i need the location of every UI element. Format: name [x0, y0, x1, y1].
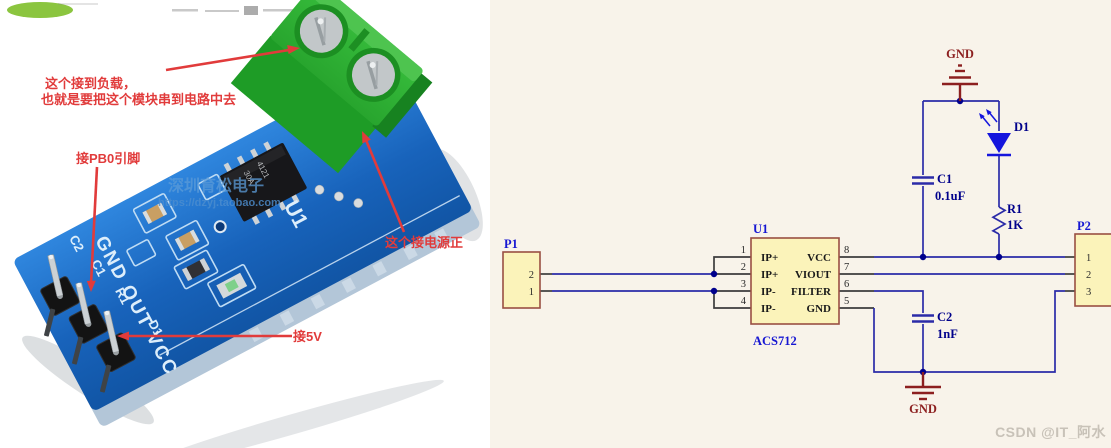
silkscreen-c2: C2 [66, 232, 87, 254]
u1-pin-num-3: 3 [741, 279, 746, 290]
note-pb0: 接PB0引脚 [76, 151, 140, 166]
resistor-r1: R1 1K [991, 202, 1023, 235]
arrow-to-terminal [165, 45, 300, 72]
header-pins-upper [47, 254, 120, 353]
u1-ref: U1 [753, 222, 768, 236]
acs712-chip: 30A 4121 [220, 141, 307, 225]
shop-watermark-name: 深圳育松电子 [168, 176, 264, 195]
header-pins-lower [44, 308, 112, 393]
note-load-line2: 也就是要把这个模块串到电路中去 [41, 92, 236, 107]
terminal-screw-1 [294, 4, 349, 59]
chip-pins [223, 141, 300, 225]
note-power-positive: 这个接电源正 [385, 235, 463, 250]
u1-pin-num-5: 5 [844, 296, 849, 307]
smd-resistor [181, 257, 211, 282]
gnd-bottom-label: GND [909, 402, 937, 416]
solder-joints [314, 184, 364, 208]
u1-pin-num-4: 4 [741, 296, 747, 307]
u1-pin-num-8: 8 [844, 245, 849, 256]
terminal-screw-2 [346, 47, 401, 102]
csdn-watermark: CSDN @IT_阿水 [995, 424, 1106, 440]
capacitor-c1: C1 0.1uF [912, 172, 966, 203]
gnd-symbol-top: GND [942, 47, 978, 101]
via-hole [213, 220, 227, 234]
pcb-edge-pads [248, 228, 449, 343]
page-logo [7, 2, 73, 18]
p2-pin-1: 1 [1086, 253, 1091, 264]
terminal-front-face [230, 35, 378, 174]
connector-p1: P1 2 1 [502, 237, 541, 309]
schematic-wires [540, 100, 1075, 373]
u1-pin-name-viout: VIOUT [795, 269, 832, 281]
u1-pin-name-gnd: GND [807, 303, 832, 315]
note-5v: 接5V [293, 329, 322, 344]
module-photo-panel: 30A 4121 GND OUT VCC C2 C1 R1 D1 U1 [0, 0, 490, 448]
capacitor-c2: C2 1nF [912, 310, 958, 341]
terminal-slot [348, 28, 370, 52]
c2-ref: C2 [937, 310, 952, 324]
u1-pin-name-ip-b: IP- [761, 303, 776, 315]
c1-value: 0.1uF [935, 189, 966, 203]
arrow-to-out-pin [86, 166, 99, 292]
led-emission-arrows [979, 109, 998, 127]
u1-pin-name-ip+b: IP+ [761, 269, 778, 281]
c1-ref: C1 [937, 172, 952, 186]
u1-pin-name-ip-a: IP- [761, 286, 776, 298]
connector-p2: P2 1 2 3 [1074, 219, 1111, 307]
p2-ref: P2 [1077, 219, 1091, 233]
u1-pin-num-7: 7 [844, 262, 849, 273]
p1-pin-2: 2 [529, 270, 534, 281]
d1-ref: D1 [1014, 120, 1029, 134]
u1-pin-num-1: 1 [741, 245, 746, 256]
smd-capacitor-1 [142, 202, 168, 224]
u1-pin-num-6: 6 [844, 279, 849, 290]
terminal-side-face [372, 70, 433, 138]
ic-u1-acs712: U1 ACS712 IP+ IP+ IP- IP- VCC VIOUT FILT… [741, 222, 850, 348]
arrow-to-vcc-pin [117, 331, 292, 341]
u1-pin-num-2: 2 [741, 262, 746, 273]
note-load-line1: 这个接到负载， [45, 76, 136, 91]
silkscreen-d1: D1 [145, 317, 166, 339]
smd-capacitor-2 [174, 229, 200, 251]
smd-led [216, 272, 248, 299]
u1-part: ACS712 [753, 334, 797, 348]
schematic-panel: GND C1 0.1uF D1 R1 1K [490, 0, 1111, 448]
p2-pin-3: 3 [1086, 287, 1091, 298]
silkscreen-outlines [126, 173, 257, 308]
terminal-block [230, 0, 433, 174]
silkscreen-r1: R1 [112, 285, 133, 307]
r1-value: 1K [1007, 218, 1023, 232]
silkscreen-c1: C1 [88, 257, 109, 279]
r1-ref: R1 [1007, 202, 1022, 216]
gnd-symbol-bottom: GND [905, 372, 941, 416]
p1-ref: P1 [504, 237, 518, 251]
led-d1: D1 [979, 109, 1029, 157]
shop-watermark-url: https://dzyj.taobao.com [158, 197, 281, 209]
c2-value: 1nF [937, 327, 958, 341]
schematic-background [490, 0, 1111, 448]
p2-pin-2: 2 [1086, 270, 1091, 281]
p1-pin-1: 1 [529, 287, 534, 298]
arrow-to-power-terminal [362, 131, 406, 233]
gnd-top-label: GND [946, 47, 974, 61]
red-annotations: 这个接到负载， 也就是要把这个模块串到电路中去 接PB0引脚 这个接电源正 接5… [41, 45, 463, 344]
u1-pin-name-filter: FILTER [791, 286, 832, 298]
chip-body [220, 143, 307, 222]
u1-pin-name-ip+a: IP+ [761, 252, 778, 264]
u1-pin-name-vcc: VCC [807, 252, 831, 264]
